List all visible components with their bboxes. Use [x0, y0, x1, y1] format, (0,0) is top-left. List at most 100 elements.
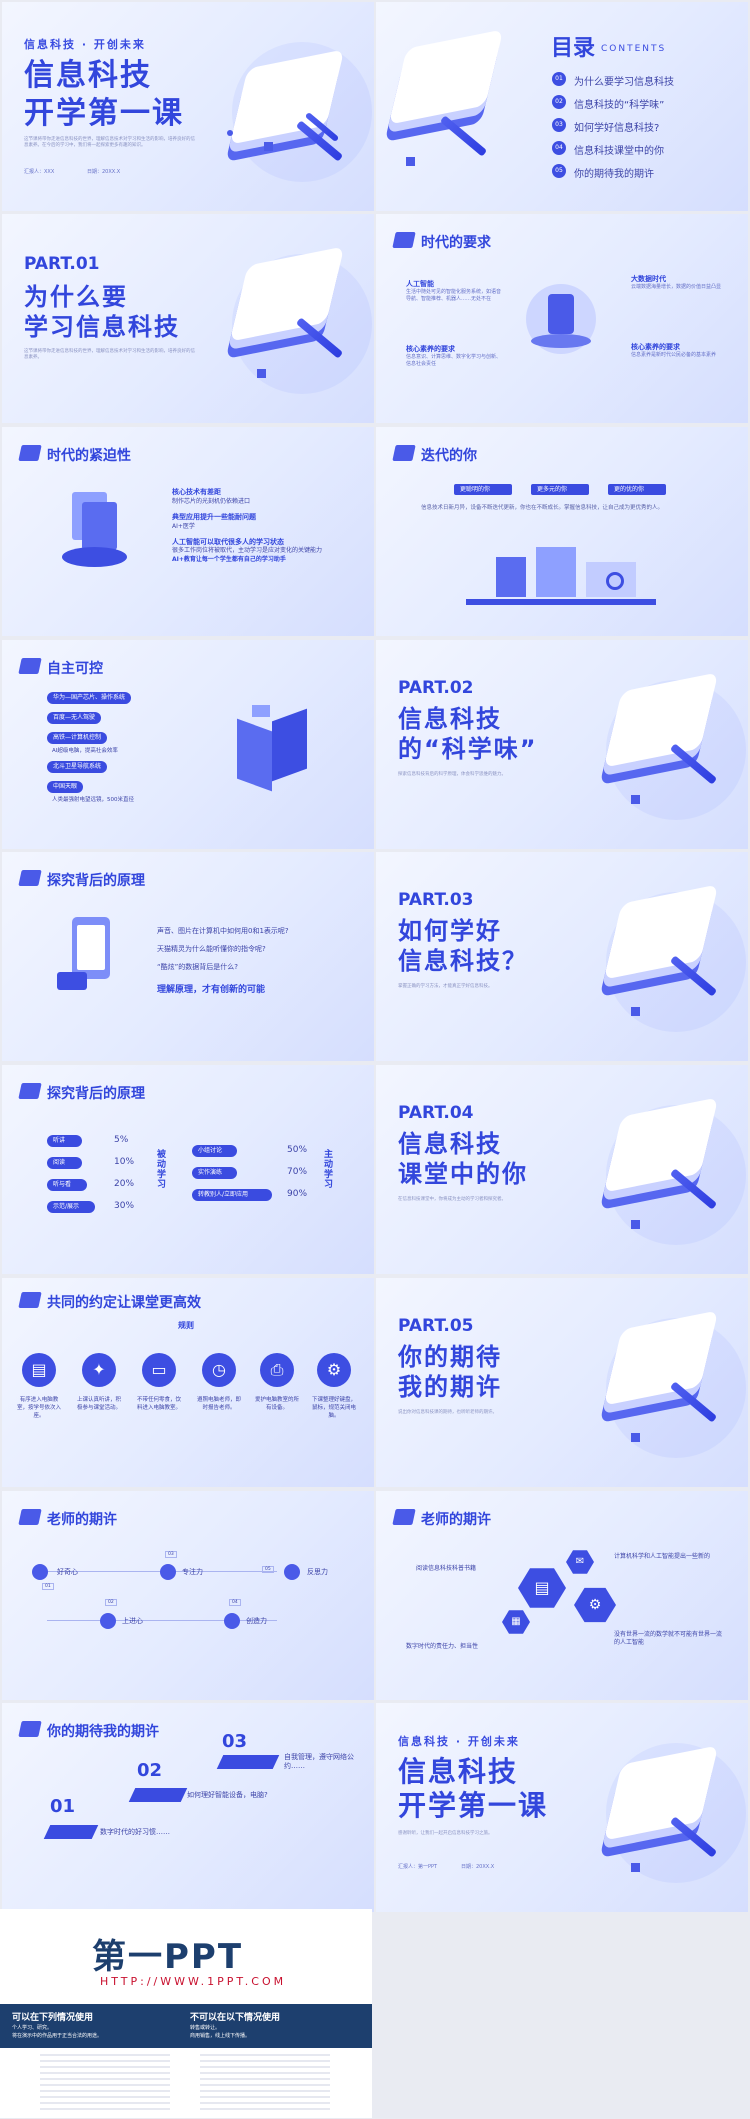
part01-title-line1: 为什么要 — [24, 283, 128, 311]
header-icon — [18, 1083, 42, 1099]
cube-decoration — [406, 157, 415, 166]
slide-title: 时代的要求 — [421, 235, 491, 251]
toc-number-4: 04 — [552, 141, 566, 155]
notebook-illustration — [601, 1310, 721, 1413]
toc-item-3[interactable]: 如何学好信息科技? — [574, 123, 660, 134]
pyramid-left-4: 示范/展示 — [47, 1201, 95, 1213]
cover-title-line1: 信息科技 — [24, 58, 152, 93]
rule-1: 有序进入电脑教室，按学号依次入座。 — [16, 1397, 61, 1419]
ad-links-left[interactable] — [40, 2054, 170, 2110]
step-label-01: 01 — [50, 1796, 76, 1817]
req-item-core-title: 核心素养的要求 — [406, 345, 455, 353]
slide-learning-pyramid[interactable]: 探究背后的原理 听讲 5% 阅读 10% 听与看 20% 示范/展示 30% 被… — [2, 1065, 374, 1274]
part05-description: 说出你对信息科技课的期待，也听听老师的期许。 — [398, 1410, 497, 1415]
slide-title: 共同的约定让课堂更高效 — [47, 1295, 201, 1311]
ending-date: 日期：20XX.X — [461, 1864, 495, 1870]
rule-5: 爱护电脑教室的所有设备。 — [254, 1397, 299, 1411]
monitor-icon: ▭ — [142, 1353, 176, 1387]
notebook-illustration — [227, 246, 347, 349]
pyramid-left-1-value: 5% — [114, 1135, 129, 1145]
step-text-1: 数字时代的好习惯…… — [100, 1828, 170, 1836]
slide-part04[interactable]: PART.04 信息科技 课堂中的你 在信息科技课堂中，你将成为主动的学习者和探… — [376, 1065, 748, 1274]
ad-url[interactable]: HTTP://WWW.1PPT.COM — [100, 1975, 287, 1988]
toc-item-4[interactable]: 信息科技课堂中的你 — [574, 146, 664, 157]
slide-rules[interactable]: 共同的约定让课堂更高效 规则 ▤ ✦ ▭ ◷ ⎙ ⚙ 有序进入电脑教室，按学号依… — [2, 1278, 374, 1487]
slide-self-control[interactable]: 自主可控 华为—国产芯片、操作系统 百度—无人驾驶 高铁—计算机控制 AI超级电… — [2, 640, 374, 849]
part05-title-line1: 你的期待 — [398, 1343, 502, 1371]
toc-item-1[interactable]: 为什么要学习信息科技 — [574, 77, 674, 88]
req-item-core: 核心素养的要求 信息意识、计算思维、数字化学习与创新、信息社会责任 — [406, 344, 501, 368]
curiosity-icon — [32, 1564, 48, 1580]
rule-4: 遵照电脑老师，即时报告老师。 — [196, 1397, 241, 1411]
self-item-1: 华为—国产芯片、操作系统 — [47, 692, 132, 704]
ad-panel[interactable]: 第一PPT HTTP://WWW.1PPT.COM 可以在下列情况使用 个人学习… — [0, 1909, 372, 2118]
expectation-ai: 计算机科学和人工智能提出一些新的 — [614, 1553, 711, 1560]
ending-description: 感谢聆听，让我们一起开启信息科技学习之旅。 — [398, 1831, 493, 1836]
slide-title: 探究背后的原理 — [47, 1086, 145, 1102]
slide-teacher-expectations-1[interactable]: 老师的期许 好奇心 01 专注力 03 反思力 05 上进心 02 创造力 04 — [2, 1491, 374, 1700]
slide-principles[interactable]: 探究背后的原理 声音、图片在计算机中如何用0和1表示呢? 天猫精灵为什么能听懂你… — [2, 852, 374, 1061]
slide-title: 老师的期许 — [421, 1512, 491, 1528]
slide-title: 你的期待我的期许 — [47, 1724, 159, 1740]
part02-title-line2: 的“科学味” — [398, 735, 538, 763]
cover-author: 汇报人：XXX — [24, 169, 55, 175]
pyramid-left-3: 听与看 — [47, 1179, 87, 1191]
slide-part02[interactable]: PART.02 信息科技 的“科学味” 探索信息科技背后的科学原理，体会科学思维… — [376, 640, 748, 849]
slide-toc[interactable]: 目录 CONTENTS 01 为什么要学习信息科技 02 信息科技的“科学味” … — [376, 2, 748, 211]
part05-label: PART.05 — [398, 1316, 474, 1336]
slide-your-expectations[interactable]: 你的期待我的期许 01 数字时代的好习惯…… 02 如何理好智能设备，电脑? 0… — [2, 1703, 374, 1912]
toc-number-1: 01 — [552, 72, 566, 86]
step-text-3: 自我管理，遵守网络公约…… — [284, 1753, 354, 1770]
toc-item-2[interactable]: 信息科技的“科学味” — [574, 100, 665, 111]
toc-number-2: 02 — [552, 95, 566, 109]
urgency-item2-title: 典型应用提升一些能耐问题 — [172, 513, 256, 521]
question-3: “酷炫”的数据背后是什么? — [157, 963, 238, 971]
notebook-illustration — [601, 884, 721, 987]
dot-decoration — [227, 130, 233, 136]
toc-number-3: 03 — [552, 118, 566, 132]
notebook-illustration — [601, 1745, 721, 1848]
urgency-item3-title: 人工智能可以取代很多人的学习状态 — [172, 538, 284, 546]
trait-focus: 专注力 — [182, 1568, 203, 1576]
header-icon — [392, 445, 416, 461]
slide-teacher-expectations-2[interactable]: 老师的期许 ▤ ✉ ⚙ ▦ 阅读信息科技科普书籍 计算机科学和人工智能提出一些新… — [376, 1491, 748, 1700]
ad-links-right[interactable] — [200, 2054, 330, 2110]
creativity-icon — [224, 1613, 240, 1629]
slide-part03[interactable]: PART.03 如何学好 信息科技？ 掌握正确的学习方法，才能真正学好信息科技。 — [376, 852, 748, 1061]
step-number-5: 05 — [262, 1566, 274, 1573]
header-icon — [18, 1721, 42, 1737]
rule-3: 不带任何零食，饮料进入电脑教室。 — [136, 1397, 181, 1411]
slide-ending[interactable]: 信息科技 · 开创未来 信息科技 开学第一课 感谢聆听，让我们一起开启信息科技学… — [376, 1703, 748, 1912]
cover-title-line2: 开学第一课 — [24, 96, 184, 131]
slide-cover[interactable]: 信息科技 · 开创未来 信息科技 开学第一课 这节课将带你走进信息科技的世界，理… — [2, 2, 374, 211]
toc-item-5[interactable]: 你的期待我的期许 — [574, 169, 654, 180]
req-item-core-text: 信息意识、计算思维、数字化学习与创新、信息社会责任 — [406, 354, 502, 367]
req-item-bigdata-title: 大数据时代 — [631, 275, 666, 283]
expectation-math: 没有世界一流的数学就不可能有世界一流的人工智能 — [614, 1631, 723, 1646]
document-icon: ▤ — [22, 1353, 56, 1387]
step-label-02: 02 — [137, 1760, 163, 1781]
pyramid-right-2: 实作演练 — [192, 1167, 237, 1179]
slide-part05[interactable]: PART.05 你的期待 我的期许 说出你对信息科技课的期待，也听听老师的期许。 — [376, 1278, 748, 1487]
phone-hand-illustration — [57, 917, 127, 997]
slide-iterating-you[interactable]: 迭代的你 更聪明的你 更多元的你 更的优的你 信息技术日新月异，设备不断迭代更新… — [376, 427, 748, 636]
step-text-2: 如何理好智能设备，电脑? — [187, 1791, 268, 1799]
urgency-list: 核心技术有差距 制作芯片的光刻机仍依赖进口 典型应用提升一些能耐问题 AI+医学… — [172, 487, 362, 565]
slide-title: 老师的期许 — [47, 1512, 117, 1528]
step-number-3: 03 — [165, 1551, 177, 1558]
header-icon — [18, 445, 42, 461]
principles-questions: 声音、图片在计算机中如何用0和1表示呢? 天猫精灵为什么能听懂你的指令呢? “酷… — [157, 922, 367, 976]
self-item-4: 北斗卫星导航系统 — [47, 761, 108, 773]
pyramid-left-1: 听讲 — [47, 1135, 82, 1147]
slide-part01[interactable]: PART.01 为什么要 学习信息科技 这节课将带你走进信息科技的世界，理解信息… — [2, 214, 374, 423]
urgency-item4-text: AI+教育让每一个学生都有自己的学习助手 — [172, 556, 286, 563]
slide-title: 迭代的你 — [421, 448, 477, 464]
slide-urgency[interactable]: 时代的紧迫性 核心技术有差距 制作芯片的光刻机仍依赖进口 典型应用提升一些能耐问… — [2, 427, 374, 636]
self-item-2: 百度—无人驾驶 — [47, 712, 102, 724]
iterating-text: 信息技术日新月异，设备不断迭代更新，你也在不断成长。掌握信息科技，让自己成为更优… — [421, 505, 664, 511]
slide-era-requirements[interactable]: 时代的要求 人工智能 生活中随处可见的智能化服务系统，如语音导航、智能推荐、机器… — [376, 214, 748, 423]
pyramid-right-1: 小组讨论 — [192, 1145, 237, 1157]
timeline-lines — [47, 1571, 277, 1621]
self-note-3: AI超级电脑，提高社会效率 — [52, 748, 118, 754]
